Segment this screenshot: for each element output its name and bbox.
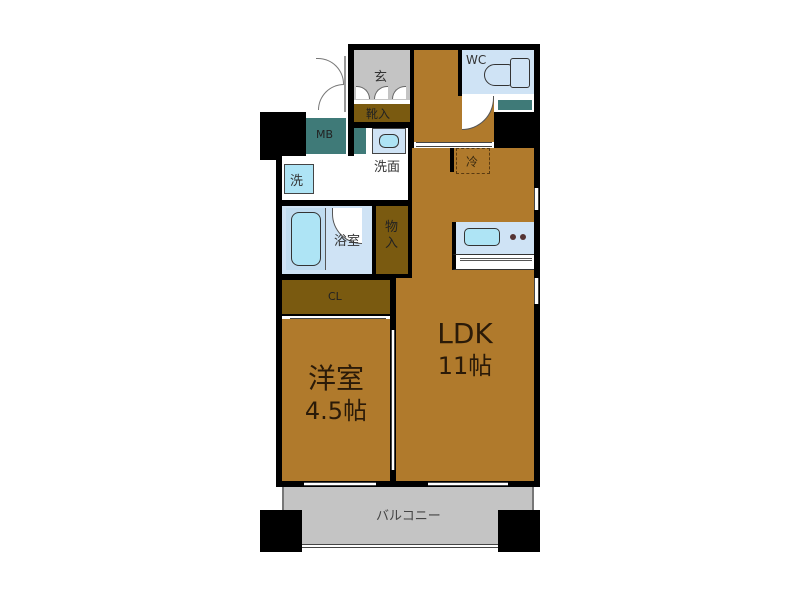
washroom-label: 洗面 [374, 160, 401, 175]
washer-label: 洗 [290, 174, 304, 189]
shoe-cabinet-doors [354, 86, 410, 100]
stove-burner-icon [510, 234, 516, 240]
outer-wall-left [276, 156, 282, 486]
storage-wall [372, 200, 376, 280]
genkan-label: 玄 [374, 70, 388, 85]
ldk-name: LDK [437, 317, 493, 350]
western-room-label: 洋室 4.5帖 [282, 363, 390, 427]
fridge-wall [450, 148, 454, 172]
closet-wall-top [282, 274, 412, 280]
window-right-lower[interactable] [534, 278, 539, 304]
kitchen-sink-icon [464, 228, 500, 246]
western-room-size: 4.5帖 [304, 397, 368, 425]
toilet-tank-icon [510, 58, 530, 88]
utility-wall-right [408, 128, 412, 278]
stove-burner-icon [520, 234, 526, 240]
column-bottom-left [260, 510, 302, 552]
window-right-upper[interactable] [534, 188, 539, 210]
western-room-name: 洋室 [307, 362, 364, 395]
wc: WC [462, 50, 534, 94]
toilet-icon [484, 64, 512, 86]
meter-box-label: MB [316, 128, 334, 141]
door-swing-icon [318, 84, 344, 110]
washroom-wall [282, 200, 410, 206]
entrance-door[interactable] [316, 56, 346, 112]
balcony-railing [300, 544, 500, 548]
refrigerator-space: 冷 [456, 148, 490, 174]
ldk-window[interactable] [428, 482, 508, 486]
kitchen-counter [452, 222, 534, 254]
wc-label: WC [466, 53, 487, 67]
sliding-door[interactable] [391, 330, 395, 470]
balcony: バルコニー [282, 487, 534, 547]
closet: CL [282, 280, 390, 314]
kitchen-cabinet [452, 254, 534, 270]
bathroom-label: 浴室 [334, 234, 361, 249]
sink-basin-icon [379, 134, 399, 148]
outer-wall-bottom [276, 481, 540, 487]
outer-wall-top [348, 44, 540, 50]
ldk: LDK 11帖 [396, 278, 534, 481]
column-top-left [260, 112, 306, 160]
meter-box: MB [306, 118, 346, 154]
entrance-floor-wall [348, 122, 414, 128]
sink [372, 128, 406, 154]
wc-shelf [498, 100, 532, 110]
hallway-wall-right [458, 44, 462, 96]
pipe-shaft [354, 128, 366, 154]
bathroom: 浴室 [282, 206, 372, 274]
closet-wall-bottom [282, 314, 390, 316]
column-top-right [494, 112, 540, 152]
balcony-label: バルコニー [376, 509, 441, 524]
storage-label: 物入 [385, 220, 399, 251]
ldk-size: 11帖 [437, 352, 493, 380]
western-room-window[interactable] [304, 482, 376, 486]
entrance-wall [348, 44, 354, 156]
shoe-storage: 靴入 [354, 104, 410, 122]
closet-label: CL [328, 290, 342, 303]
door-swing-icon [316, 58, 344, 84]
refrigerator-label: 冷 [466, 155, 479, 169]
western-room: 洋室 4.5帖 [282, 319, 390, 481]
hallway-wall-left [410, 44, 414, 148]
column-bottom-right [498, 510, 540, 552]
outer-wall-right [534, 44, 540, 486]
ldk-hall-door[interactable] [416, 142, 492, 147]
bathtub-icon [286, 208, 326, 270]
washer-space: 洗 [284, 164, 314, 194]
ldk-label: LDK 11帖 [396, 318, 534, 382]
storage: 物入 [376, 206, 408, 274]
shoe-storage-label: 靴入 [366, 107, 391, 121]
